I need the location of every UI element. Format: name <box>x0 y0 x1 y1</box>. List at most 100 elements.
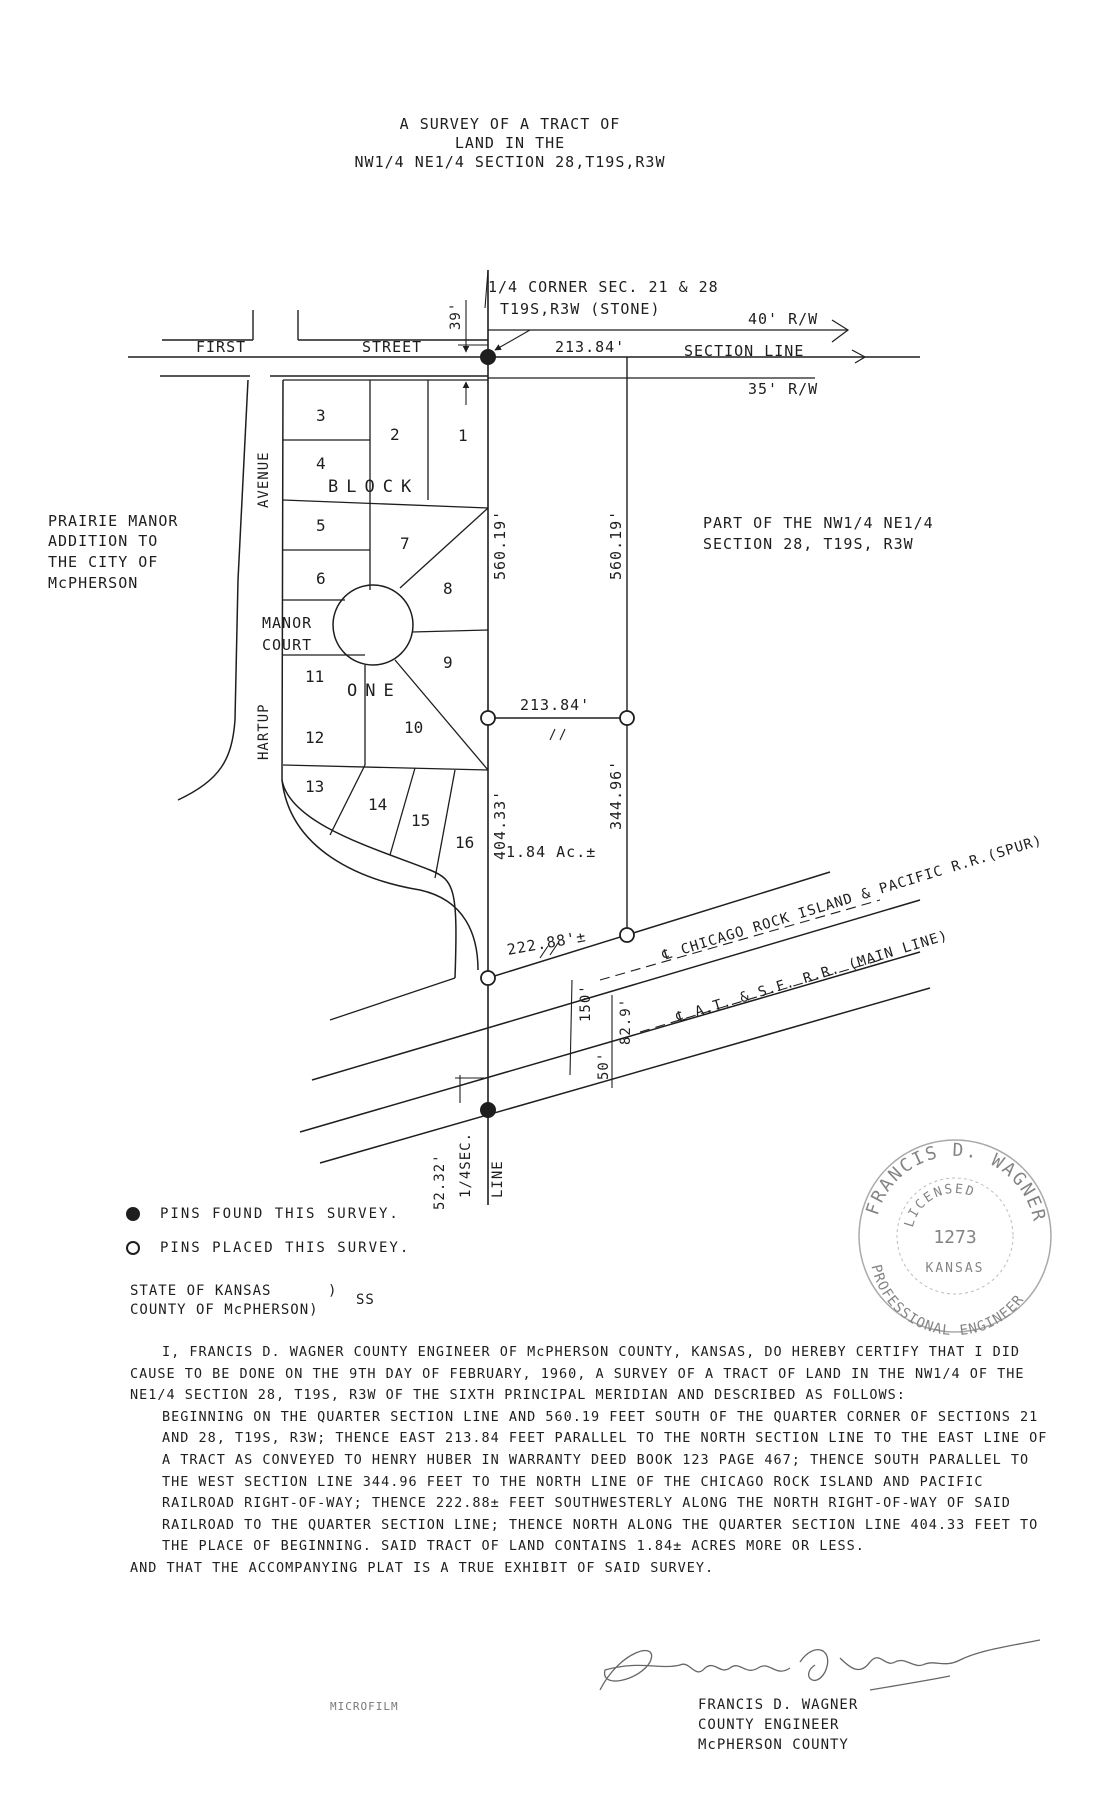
lot-12-13-line <box>282 764 489 771</box>
title-line-1: A SURVEY OF A TRACT OF <box>399 115 621 133</box>
lot-7-8-line <box>399 507 489 589</box>
signer-county: McPHERSON COUNTY <box>698 1737 849 1753</box>
row-40-label: 40' R/W <box>748 310 818 328</box>
title-line-2: LAND IN THE <box>454 134 566 152</box>
area-label: 1.84 Ac.± <box>506 843 596 861</box>
part-of-2: SECTION 28, T19S, R3W <box>703 535 914 553</box>
survey-title: A SURVEY OF A TRACT OF LAND IN THE NW1/4… <box>300 115 720 172</box>
signature-block: FRANCIS D. WAGNER COUNTY ENGINEER McPHER… <box>698 1695 858 1755</box>
venue: STATE OF KANSAS ) COUNTY OF McPHERSON) S… <box>130 1282 374 1320</box>
corner-label-1: 1/4 CORNER SEC. 21 & 28 <box>488 278 719 296</box>
block-one <box>282 379 489 879</box>
prairie-manor-4: McPHERSON <box>48 574 138 592</box>
dim-50-label: 50' <box>596 1052 612 1080</box>
dim-150-line <box>569 979 573 1076</box>
row-line-middle <box>311 899 921 1081</box>
lot-12: 12 <box>305 728 324 747</box>
venue-county: COUNTY OF McPHERSON) <box>130 1302 319 1318</box>
lot-8-9-line <box>411 629 489 633</box>
avenue-west-edge <box>177 379 249 801</box>
tract <box>487 270 628 1205</box>
microfilm-stamp: MICROFILM <box>330 1700 399 1713</box>
lot-1: 1 <box>458 426 468 445</box>
row-line-south <box>299 951 921 1133</box>
lot-16: 16 <box>455 833 474 852</box>
lot-7: 7 <box>400 534 410 553</box>
legend-found-text: PINS FOUND THIS SURVEY. <box>160 1206 400 1222</box>
avenue-east-edge <box>281 379 479 971</box>
seal-inner-ring <box>896 1177 1014 1295</box>
curve-inner <box>281 779 457 979</box>
dim-829-label: 82.9' <box>618 998 634 1045</box>
lot-14: 14 <box>368 795 387 814</box>
lot-8: 8 <box>443 579 453 598</box>
row-35-label: 35' R/W <box>748 380 818 398</box>
legend-found: PINS FOUND THIS SURVEY. <box>126 1206 400 1222</box>
avenue-label: AVENUE <box>256 451 272 508</box>
manor-court-cul-de-sac <box>332 584 414 666</box>
signer-name: FRANCIS D. WAGNER <box>698 1697 859 1713</box>
certificate: I, FRANCIS D. WAGNER COUNTY ENGINEER OF … <box>130 1342 1050 1580</box>
lot-3: 3 <box>316 406 326 425</box>
seal-outer-ring <box>858 1139 1052 1333</box>
lot-14-15-line <box>389 767 416 856</box>
pin-placed-ne <box>619 710 635 726</box>
lot-11: 11 <box>305 667 324 686</box>
pins <box>480 349 635 1118</box>
main-centerline <box>639 959 881 1033</box>
manor-court-1: MANOR <box>262 614 312 632</box>
row-line-north <box>487 871 831 979</box>
lot-4: 4 <box>316 454 326 473</box>
lot-5: 5 <box>316 516 326 535</box>
signer-title: COUNTY ENGINEER <box>698 1717 840 1733</box>
hartup-avenue <box>177 379 479 1021</box>
lot-2: 2 <box>390 425 400 444</box>
lot-4-5-line <box>282 499 489 509</box>
dim-39-label: 39' <box>448 302 464 330</box>
lot-10: 10 <box>404 718 423 737</box>
title-line-3: NW1/4 NE1/4 SECTION 28,T19S,R3W <box>354 153 666 171</box>
manor-court-2: COURT <box>262 636 312 654</box>
tick-d <box>549 942 559 956</box>
legend-placed-text: PINS PLACED THIS SURVEY. <box>160 1240 411 1256</box>
prairie-manor-1: PRAIRIE MANOR <box>48 512 178 530</box>
signature-scrawl <box>599 1639 1041 1691</box>
certificate-paragraph-3: AND THAT THE ACCOMPANYING PLAT IS A TRUE… <box>130 1559 715 1576</box>
pin-found-quarter-corner <box>480 349 496 365</box>
venue-state: STATE OF KANSAS ) <box>130 1283 338 1299</box>
row-40-arrow <box>831 319 850 343</box>
legend-placed: PINS PLACED THIS SURVEY. <box>126 1240 410 1256</box>
dim-west-upper-label: 560.19' <box>491 510 509 580</box>
certificate-paragraph-2: BEGINNING ON THE QUARTER SECTION LINE AN… <box>162 1408 1048 1555</box>
lot-15: 15 <box>411 811 430 830</box>
dim-north-label: 213.84' <box>555 338 625 356</box>
quarter-sec-label: 1/4SEC. <box>458 1132 474 1198</box>
venue-ss: SS <box>356 1292 375 1308</box>
pin-placed-sw <box>480 970 496 986</box>
spur-label: ℄ CHICAGO ROCK ISLAND & PACIFIC R.R.(SPU… <box>660 833 1045 965</box>
dim-150-label: 150' <box>578 984 594 1022</box>
spur-centerline <box>599 899 881 981</box>
pin-placed-nw <box>480 710 496 726</box>
pin-placed-icon <box>126 1241 140 1255</box>
hartup-label: HARTUP <box>256 703 272 760</box>
street-street-label: STREET <box>362 338 422 356</box>
block-label: BLOCK <box>328 477 419 497</box>
dim-rr-label: 222.88'± <box>506 927 588 959</box>
dim-east-lower-label: 344.96' <box>607 760 625 830</box>
street-first-label: FIRST <box>196 338 246 356</box>
part-of-1: PART OF THE NW1/4 NE1/4 <box>703 514 934 532</box>
dim-5232-label: 52.32' <box>432 1153 448 1210</box>
dim-east-upper-label: 560.19' <box>607 510 625 580</box>
railroads <box>299 871 931 1164</box>
lot-6: 6 <box>316 569 326 588</box>
engineer-seal: FRANCIS D. WAGNER LICENSED 1273 KANSAS P… <box>858 1139 1052 1339</box>
dim-west-lower-label: 404.33' <box>491 790 509 860</box>
lot-13-14-line <box>329 764 366 836</box>
section-line-label: SECTION LINE <box>684 342 804 360</box>
tick-c <box>539 945 549 959</box>
first-street <box>128 269 920 405</box>
one-label: ONE <box>347 681 402 701</box>
certificate-paragraph-1: I, FRANCIS D. WAGNER COUNTY ENGINEER OF … <box>130 1344 1025 1404</box>
